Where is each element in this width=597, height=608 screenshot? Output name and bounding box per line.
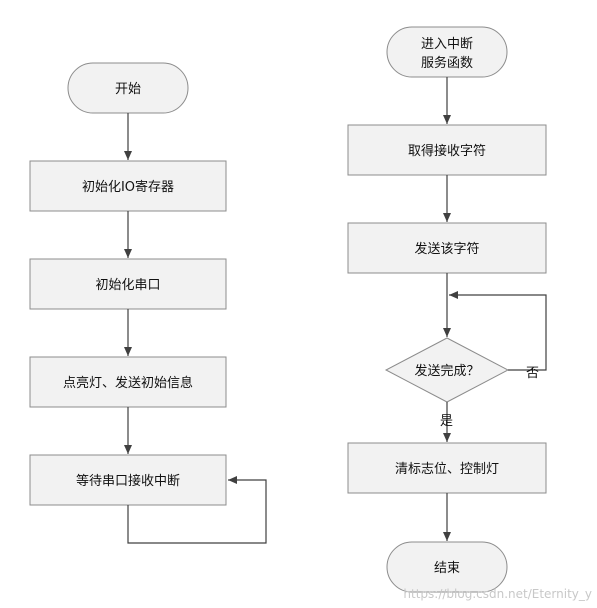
get-char-label: 取得接收字符 (408, 143, 486, 159)
send-char-box: 发送该字符 (347, 222, 547, 274)
init-io-register-box: 初始化IO寄存器 (29, 160, 227, 212)
no-label: 否 (526, 366, 539, 381)
decision-no-loop-arrow (449, 291, 547, 371)
yes-label: 是 (440, 414, 453, 429)
send-char-label: 发送该字符 (414, 241, 479, 257)
end-label: 结束 (434, 561, 460, 576)
light-and-send-box: 点亮灯、发送初始信息 (29, 356, 227, 408)
right-flowchart: 进入中断 服务函数 取得接收字符 发送该字符 发送完成？ 否 是 清 (347, 26, 547, 593)
clear-flag-box: 清标志位、控制灯 (347, 442, 547, 494)
wait-interrupt-label: 等待串口接收中断 (76, 473, 180, 489)
light-and-send-label: 点亮灯、发送初始信息 (63, 375, 193, 391)
end-terminal: 结束 (386, 541, 508, 593)
get-char-box: 取得接收字符 (347, 124, 547, 176)
isr-entry-terminal: 进入中断 服务函数 (386, 26, 508, 78)
left-flowchart: 开始 初始化IO寄存器 初始化串口 点亮灯、发送初始信息 等待串口接收中断 (29, 62, 267, 544)
start-terminal: 开始 (67, 62, 189, 114)
init-serial-label: 初始化串口 (95, 278, 160, 293)
send-complete-decision: 发送完成？ (384, 337, 510, 403)
send-complete-label: 发送完成？ (414, 363, 479, 379)
isr-entry-label-line1: 进入中断 (421, 37, 473, 52)
wait-interrupt-box: 等待串口接收中断 (29, 454, 227, 506)
clear-flag-label: 清标志位、控制灯 (395, 462, 499, 477)
start-label: 开始 (115, 82, 141, 97)
init-serial-box: 初始化串口 (29, 258, 227, 310)
watermark: https://blog.csdn.net/Eternity_y (403, 587, 592, 601)
wait-loop-arrow (127, 476, 267, 544)
init-io-register-label: 初始化IO寄存器 (82, 179, 174, 195)
isr-entry-label-line2: 服务函数 (421, 55, 473, 71)
